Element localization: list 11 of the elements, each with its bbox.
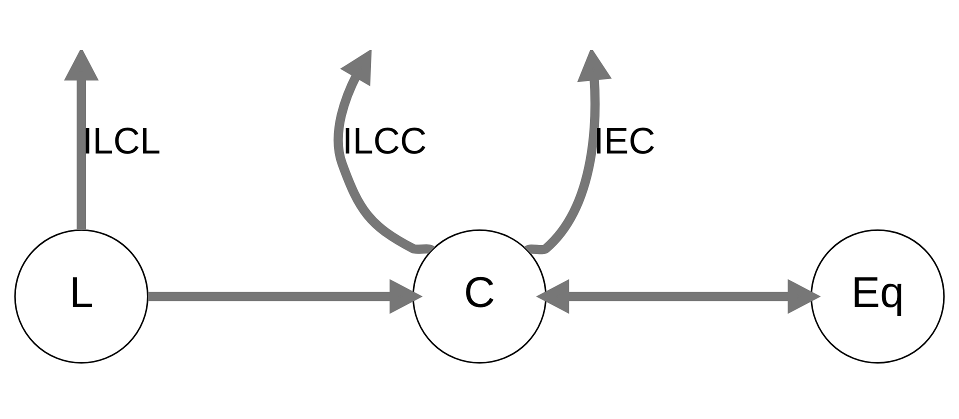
- edge-label: ILCL: [82, 119, 161, 162]
- arrow: [525, 50, 612, 254]
- node-circle: C: [412, 229, 547, 364]
- node-circle: Eq: [810, 229, 945, 364]
- arrow: [536, 279, 821, 314]
- node-circle: L: [14, 229, 148, 364]
- arrow: [334, 50, 434, 254]
- edge-label: IEC: [594, 119, 656, 162]
- arrow: [64, 50, 99, 230]
- arrow: [148, 279, 423, 314]
- edge-label: ILCC: [342, 119, 427, 162]
